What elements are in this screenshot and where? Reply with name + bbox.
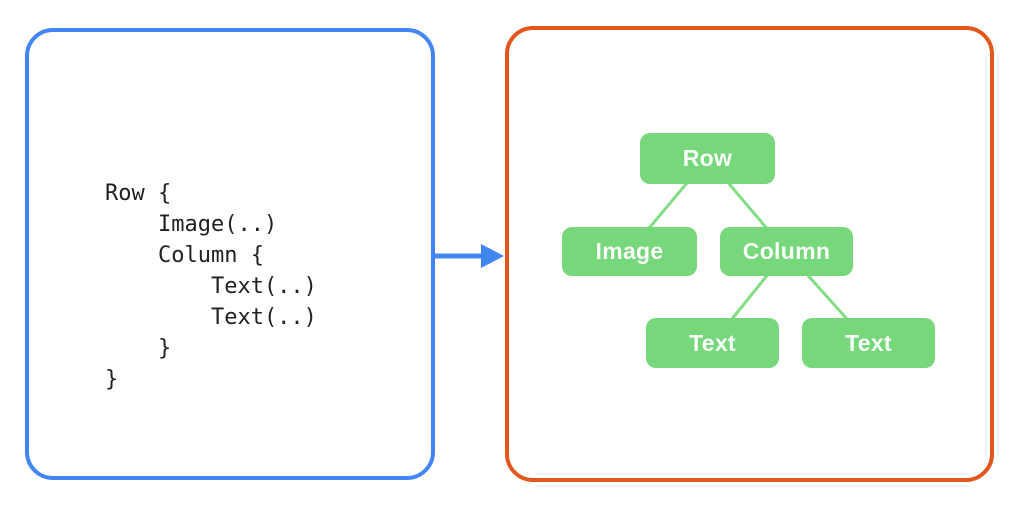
tree-node-text-1: Text (646, 318, 779, 368)
tree-node-image: Image (562, 227, 697, 276)
code-line: Text(..) (105, 305, 317, 330)
code-line: Text(..) (105, 274, 317, 299)
code-block: Row { Image(..) Column { Text(..) Text(.… (105, 178, 317, 395)
tree-node-row: Row (640, 133, 775, 184)
code-line: } (105, 336, 172, 361)
code-line: Image(..) (105, 212, 278, 237)
code-line: Row { (105, 181, 172, 206)
arrow-right-icon (433, 244, 504, 268)
code-line: } (105, 367, 119, 392)
code-line: Column { (105, 243, 264, 268)
tree-node-text-2: Text (802, 318, 935, 368)
tree-panel: Row Image Column Text Text (505, 26, 994, 482)
code-panel: Row { Image(..) Column { Text(..) Text(.… (25, 28, 435, 480)
tree-node-column: Column (720, 227, 853, 276)
